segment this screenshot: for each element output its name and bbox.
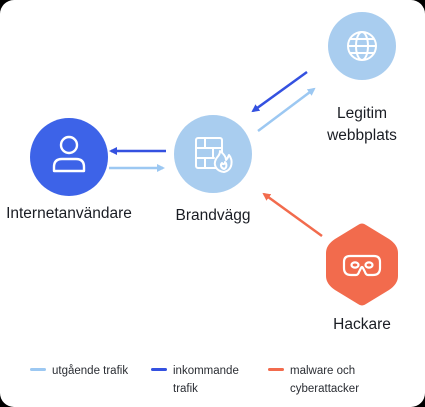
user-node [30,118,108,196]
firewall-icon [195,137,233,173]
legend-malware-swatch [268,368,284,371]
website-label-line1: Legitim [337,105,387,122]
outgoing-arrow-to-website [257,87,316,132]
user-label: Internetanvändare [6,205,132,222]
incoming-arrow-to-firewall [251,70,308,113]
hacker-label: Hackare [333,316,391,333]
legend-outgoing-label: utgående trafik [52,365,129,377]
legend-outgoing: utgående trafik [30,362,142,380]
website-label: Legitim webbplats [312,103,412,147]
mask-icon [342,254,382,277]
globe-icon [347,31,377,61]
malware-arrow-to-firewall [262,192,323,238]
legend-malware-label: malware och cyberattacker [290,365,360,395]
hacker-node [326,223,398,306]
user-icon [52,135,86,173]
legend-incoming: inkommande trafik [151,362,245,398]
legend-malware: malware och cyberattacker [268,362,390,398]
legend-incoming-label: inkommande trafik [173,365,239,395]
website-label-line2: webbplats [327,127,397,144]
firewall-label: Brandvägg [175,207,251,224]
legend-outgoing-swatch [30,368,46,371]
legend-incoming-swatch [151,368,167,371]
